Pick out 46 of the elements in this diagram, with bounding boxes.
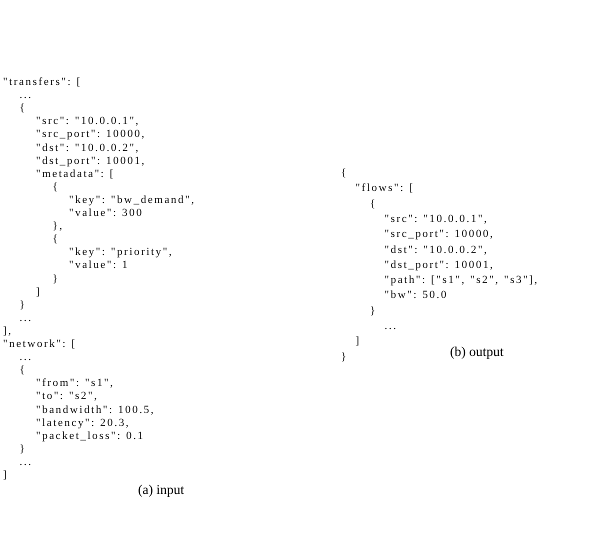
code-line: "bw": 50.0 xyxy=(384,289,448,302)
code-line: } xyxy=(20,298,26,312)
code-line: "packet_loss": 0.1 xyxy=(36,430,145,443)
code-line: "flows": [ xyxy=(356,182,414,196)
code-line: ... xyxy=(20,351,33,364)
code-line: "src": "10.0.0.1", xyxy=(36,115,140,128)
code-line: ... xyxy=(20,456,33,469)
code-line: }, xyxy=(52,220,64,234)
code-line: "dst_port": 10001, xyxy=(36,154,146,168)
code-line: "src_port": 10000, xyxy=(384,228,494,242)
code-line: { xyxy=(20,364,26,378)
code-line: } xyxy=(370,304,377,318)
code-line: "from": "s1", xyxy=(36,377,114,390)
code-line: "bandwidth": 100.5, xyxy=(36,404,156,416)
code-line: ] xyxy=(356,335,361,348)
code-line: { xyxy=(341,167,348,180)
code-line: } xyxy=(52,272,60,286)
code-line: "value": 300 xyxy=(69,207,144,220)
code-line: "value": 1 xyxy=(69,259,130,272)
code-line: "key": "priority", xyxy=(69,246,174,260)
code-line: { xyxy=(52,233,60,246)
code-line: "network": [ xyxy=(3,338,77,351)
code-line: ... xyxy=(20,312,33,325)
caption: (a) input xyxy=(138,482,184,498)
code-line: ... xyxy=(384,320,398,333)
code-line: ] xyxy=(3,469,8,482)
code-line: "latency": 20.3, xyxy=(36,416,130,430)
code-line: ], xyxy=(3,324,13,338)
code-line: "path": ["s1", "s2", "s3"], xyxy=(384,274,539,288)
code-line: "dst_port": 10001, xyxy=(384,258,494,272)
code-line: "transfers": [ xyxy=(3,76,82,89)
caption: (b) output xyxy=(450,344,504,360)
code-line: } xyxy=(341,350,348,364)
code-line: ] xyxy=(36,286,42,299)
code-line: { xyxy=(370,198,377,211)
code-line: "src": "10.0.0.1", xyxy=(384,212,488,226)
code-line: "dst": "10.0.0.2", xyxy=(384,244,488,256)
code-line: "to": "s2", xyxy=(36,390,98,404)
code-line: { xyxy=(52,180,60,194)
code-line: "key": "bw_demand", xyxy=(69,194,196,207)
code-line: } xyxy=(20,442,26,456)
code-line: "src_port": 10000, xyxy=(36,128,146,142)
code-line: ... xyxy=(20,89,33,102)
code-line: "metadata": [ xyxy=(36,168,115,181)
code-line: "dst": "10.0.0.2", xyxy=(36,142,140,154)
code-line: { xyxy=(20,102,26,116)
